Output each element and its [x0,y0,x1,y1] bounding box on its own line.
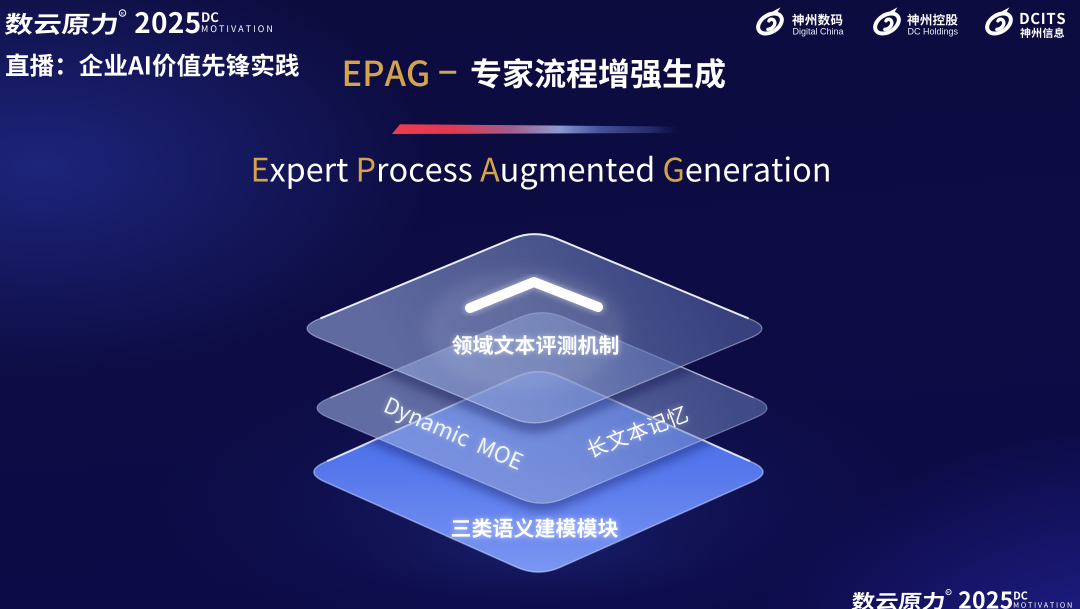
svg-text:R: R [121,11,125,16]
svg-text:DC Holdings: DC Holdings [908,27,959,37]
svg-text:Digital China: Digital China [793,27,844,37]
